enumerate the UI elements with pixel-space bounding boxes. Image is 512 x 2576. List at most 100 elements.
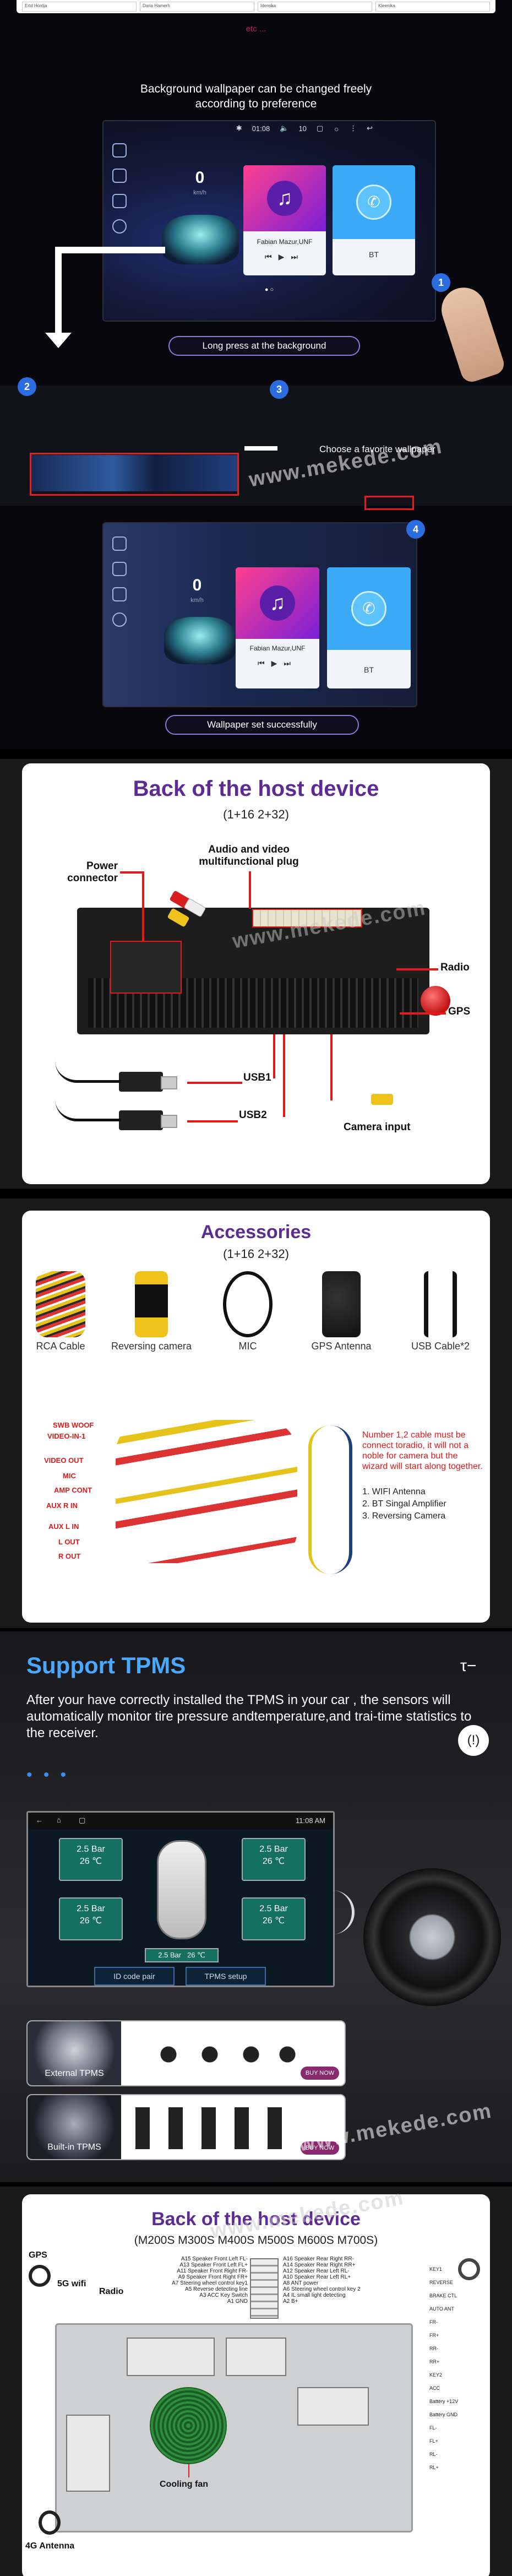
status-bar: ✱ 01:08 🔈 10 ▢ ☼ ⋮ ↩: [104, 121, 435, 135]
wallpaper-section: Ertd Hordja Daria Hamerh Idenska Kleenik…: [0, 0, 512, 749]
bt-widget[interactable]: ✆ BT: [327, 567, 411, 688]
wire-label: L OUT: [58, 1538, 80, 1546]
harness-list-item: 1. WIFI Antenna: [362, 1487, 426, 1496]
fan-leader-line: [188, 2464, 189, 2477]
flow-arrow: [55, 247, 165, 253]
pinout-title: Back of the host device: [151, 2209, 361, 2230]
side-label: FL-: [429, 2425, 437, 2431]
tire-pressure: 2.5 Bar: [259, 1904, 288, 1913]
pin-label: A16 Speaker Rear Right RR-: [283, 2256, 354, 2262]
speed-unit: km/h: [190, 597, 204, 604]
more-icon[interactable]: ⋮: [350, 124, 357, 132]
pin-label: A10 Speaker Rear Left RL+: [283, 2274, 351, 2280]
tpms-time: 11:08 AM: [296, 1816, 325, 1825]
step-3-badge: 3: [270, 380, 288, 399]
pin-label: A14 Speaker Rear Right RR+: [283, 2262, 356, 2268]
mic-image: [223, 1271, 273, 1337]
leader-line: [400, 1012, 446, 1015]
buy-now-button[interactable]: BUY NOW: [301, 2141, 339, 2155]
settings-icon[interactable]: [112, 562, 127, 576]
pin-label: A13 Speaker Front Left FL+: [179, 2262, 248, 2268]
leader-line: [330, 1034, 333, 1100]
wallpaper-highlight[interactable]: [30, 453, 239, 496]
radio-label: Radio: [99, 2287, 124, 2296]
back-icon[interactable]: ←: [36, 1816, 43, 1824]
playback-controls[interactable]: ⏮▶⏭: [265, 252, 304, 261]
music-note-icon: ♫: [267, 181, 302, 216]
bt-label: BT: [364, 665, 374, 674]
side-label: Battery GND: [429, 2412, 458, 2417]
wire-label: AUX L IN: [48, 1522, 79, 1531]
accessory-caption: RCA Cable: [36, 1341, 85, 1352]
tpms-screen[interactable]: ← ⌂ ▢ 11:08 AM 2.5 Bar 26 ℃ 2.5 Bar 26 ℃…: [26, 1811, 335, 1987]
settings-icon[interactable]: [112, 169, 127, 183]
car-topview: [157, 1840, 206, 1939]
home-screen-2[interactable]: 0 km/h ♫ Fabian Mazur,UNF ⏮▶⏭ ✆ BT: [102, 522, 417, 707]
tire-temp: 26 ℃: [79, 1916, 102, 1926]
external-tpms-image: [28, 2021, 121, 2085]
apps-icon[interactable]: [112, 587, 127, 601]
home-icon[interactable]: [112, 143, 127, 158]
wire-label: MIC: [63, 1472, 76, 1480]
speedometer: 0 km/h: [170, 169, 230, 197]
id-code-pair-button[interactable]: ID code pair: [94, 1967, 175, 1986]
side-label: FL+: [429, 2438, 438, 2444]
tire-rear-left: 2.5 Bar 26 ℃: [59, 1897, 123, 1940]
long-press-label: Long press at the background: [168, 336, 360, 356]
external-tpms-card[interactable]: External TPMS BUY NOW: [26, 2020, 346, 2086]
window-icon[interactable]: ▢: [316, 124, 324, 132]
back-icon[interactable]: ↩: [367, 124, 373, 132]
builtin-tpms-card[interactable]: Built-in TPMS BUY NOW: [26, 2094, 346, 2160]
pin-label: A4 IL small light detecting: [283, 2292, 346, 2298]
pin-connector-a: [250, 2258, 279, 2319]
wire-label: VIDEO-IN-1: [47, 1432, 86, 1440]
car-illustration: [164, 617, 236, 664]
bt-widget[interactable]: ✆ BT: [333, 165, 415, 275]
av-connector-block: [252, 909, 362, 928]
side-label: ACC: [429, 2385, 440, 2391]
pin-label: A5 Reverse detecting line: [185, 2286, 248, 2292]
navigation-icon[interactable]: [112, 612, 127, 627]
back-subtitle: (1+16 2+32): [223, 807, 289, 821]
set-button-highlight[interactable]: [364, 496, 414, 510]
steering-wheel-icon: [458, 2258, 480, 2280]
harness-list-item: 3. Reversing Camera: [362, 1511, 446, 1521]
brightness-icon[interactable]: ☼: [333, 124, 340, 133]
pin-labels-left: A15 Speaker Front Left FL- A13 Speaker F…: [138, 2256, 248, 2304]
apps-icon[interactable]: [112, 194, 127, 208]
buy-now-button[interactable]: BUY NOW: [301, 2067, 339, 2080]
wallpaper-title-line1: Background wallpaper can be changed free…: [140, 83, 372, 95]
accessories-title: Accessories: [200, 1222, 312, 1243]
speed-value: 0: [195, 169, 205, 187]
playback-controls[interactable]: ⏮▶⏭: [258, 659, 297, 668]
signal-waves: [330, 1890, 355, 1934]
tpms-setup-button[interactable]: TPMS setup: [186, 1967, 266, 1986]
leader-line: [396, 968, 438, 970]
top-table-fragment: Ertd Hordja Daria Hamerh Idenska Kleenik…: [17, 0, 495, 13]
window-icon[interactable]: ▢: [79, 1816, 86, 1824]
flow-arrow: [55, 247, 62, 335]
preview-arrow: [244, 446, 277, 451]
accessory-usb-cable: USB Cable*2: [391, 1271, 490, 1352]
pin-label: A2 B+: [283, 2298, 298, 2304]
tire-pressure: 2.5 Bar: [77, 1904, 105, 1913]
music-widget[interactable]: ♫ Fabian Mazur,UNF ⏮▶⏭: [236, 567, 319, 688]
side-label: FR-: [429, 2319, 438, 2325]
navigation-icon[interactable]: [112, 219, 127, 234]
volume-icon[interactable]: 🔈: [280, 124, 289, 132]
pin-label: A8 ANT power: [283, 2280, 319, 2286]
connector-block: [66, 2415, 110, 2492]
leader-line: [142, 871, 144, 942]
music-widget[interactable]: ♫ Fabian Mazur,UNF ⏮▶⏭: [243, 165, 326, 275]
home-icon[interactable]: [112, 536, 127, 551]
table-cell: Ertd Hordja: [22, 2, 137, 12]
usb1-connector: [119, 1072, 177, 1092]
accessories-subtitle: (1+16 2+32): [223, 1247, 289, 1261]
external-sensors: [135, 2032, 301, 2076]
connector-block: [297, 2387, 369, 2426]
home-screen-1[interactable]: ✱ 01:08 🔈 10 ▢ ☼ ⋮ ↩ 0 km/h ♫: [102, 120, 436, 322]
home-icon[interactable]: ⌂: [57, 1816, 61, 1824]
usb-cable: [55, 1099, 121, 1121]
wire-label: VIDEO OUT: [44, 1456, 84, 1465]
